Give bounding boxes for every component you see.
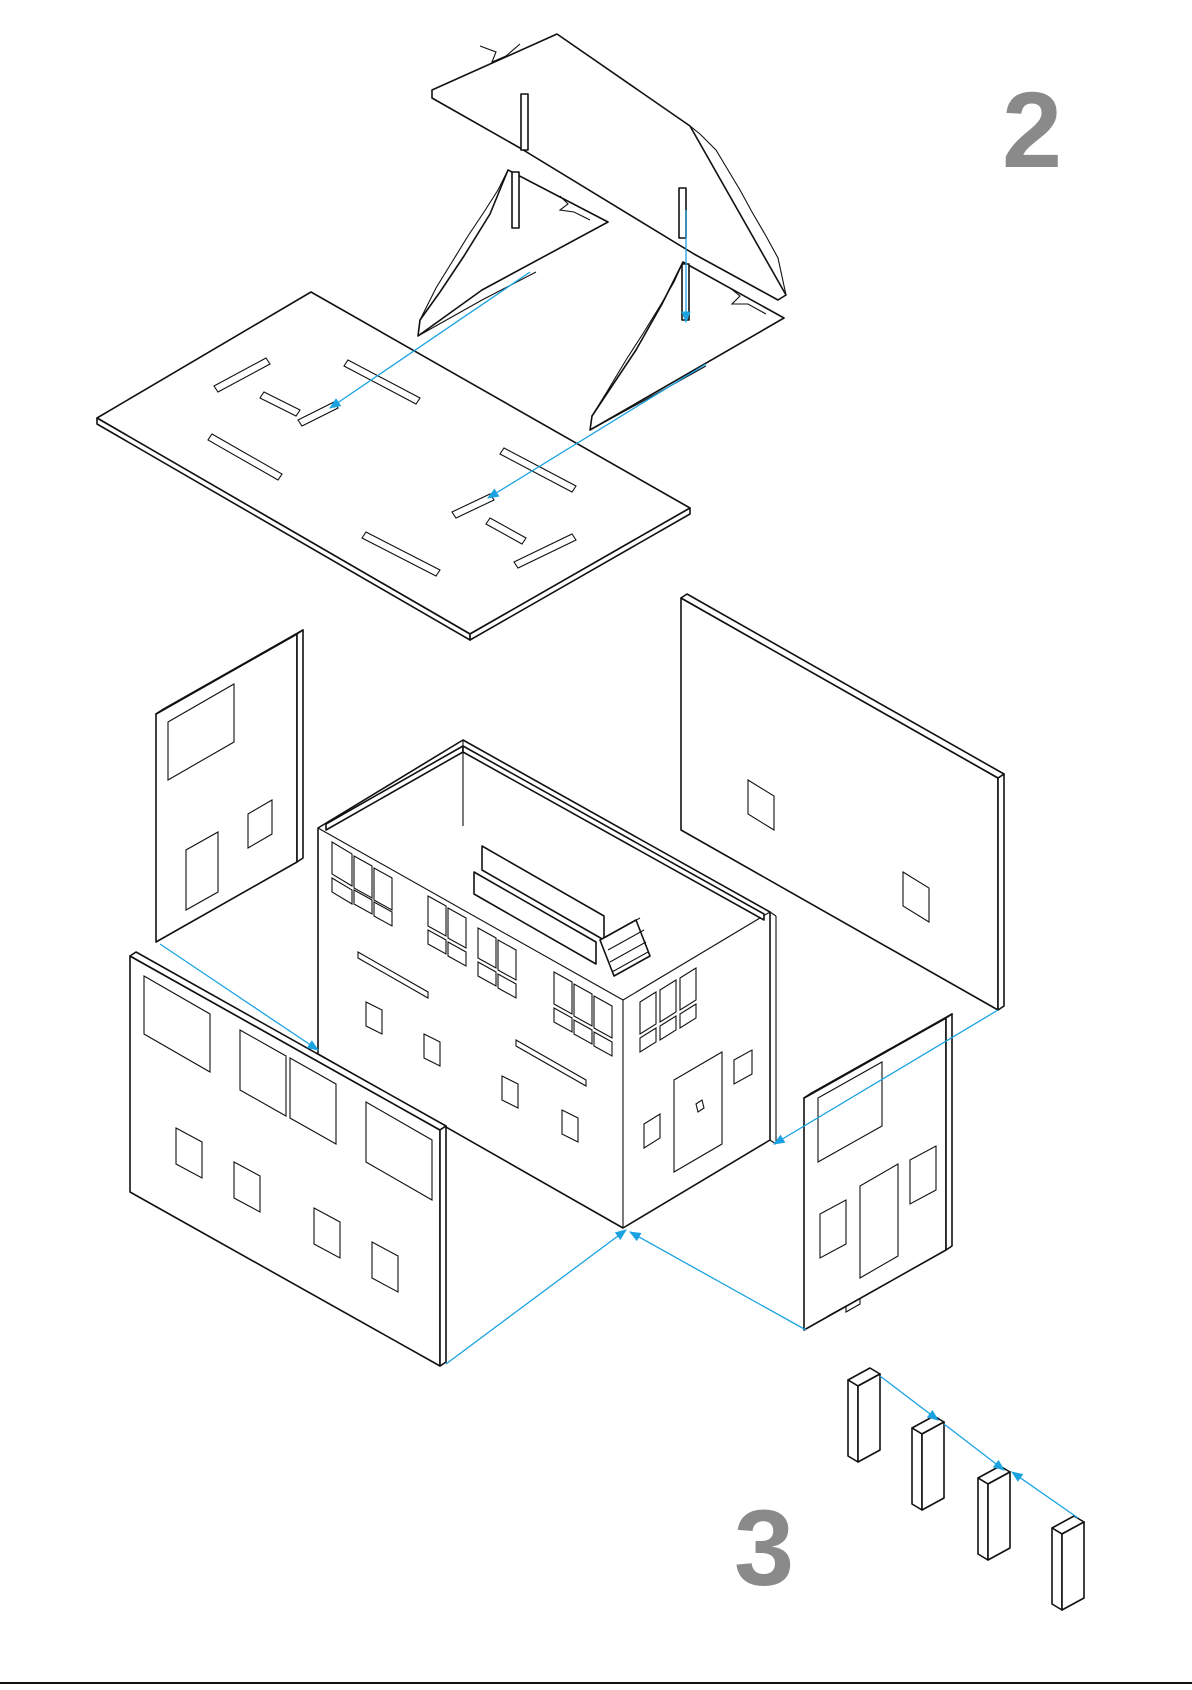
spacer-blocks <box>848 1368 1084 1610</box>
spacer-block-4 <box>1052 1516 1084 1610</box>
spacer-block-1 <box>848 1368 880 1462</box>
arrow-front-wall-to-core <box>446 1230 626 1364</box>
gable-panel-left <box>418 170 608 336</box>
arrow-block-1-to-2 <box>880 1376 938 1420</box>
front-wall <box>130 952 446 1366</box>
spacer-block-2 <box>912 1416 944 1510</box>
side-wall-right <box>804 1014 952 1330</box>
arrow-right-wall-to-core <box>630 1232 806 1330</box>
back-wall <box>681 594 1004 1010</box>
step-number-3: 3 <box>734 1494 794 1602</box>
side-wall-left <box>156 630 303 942</box>
page-bottom-rule <box>0 1682 1192 1684</box>
step-number-2: 2 <box>1002 76 1062 184</box>
arrow-block-4-to-3 <box>1012 1472 1078 1518</box>
spacer-block-3 <box>978 1466 1010 1560</box>
arrow-block-2-to-3 <box>944 1424 1004 1470</box>
floor-panel <box>97 292 690 640</box>
